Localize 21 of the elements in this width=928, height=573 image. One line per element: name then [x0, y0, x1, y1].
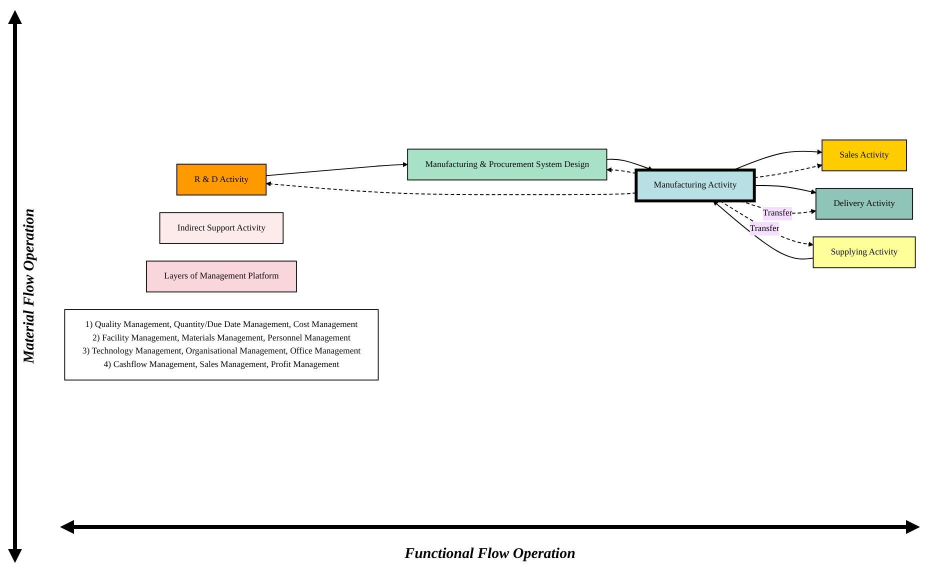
node-box: R & D Activity — [176, 164, 267, 196]
arrow — [266, 181, 637, 196]
edge-label: Transfer — [750, 224, 780, 234]
arrow — [720, 200, 814, 247]
arrow — [754, 164, 822, 178]
arrow — [606, 167, 637, 174]
node-box: Supplying Activity — [812, 236, 916, 268]
axis-label: Functional Flow Operation — [404, 546, 576, 563]
arrow — [754, 185, 816, 194]
node-box: Layers of Management Platform — [146, 260, 297, 292]
arrow — [606, 158, 654, 171]
node-box: Manufacturing & Procurement System Design — [407, 148, 608, 180]
node-box: Delivery Activity — [816, 188, 914, 220]
node-box: Indirect Support Activity — [159, 212, 284, 244]
node-box: Sales Activity — [822, 140, 907, 172]
axis-label: Material Flow Operation — [22, 208, 38, 364]
arrow — [266, 162, 408, 176]
arrow — [712, 200, 814, 260]
node-box: 1) Quality Management, Quantity/Due Date Management, Cost Management 2) Facility Management, Materials Management, Personnel Management 3) Technology Management, Organisational Management, Office Management 4) Cashflow Management, Sales Management, Profit Management — [64, 309, 379, 380]
node-box: Manufacturing Activity — [634, 168, 756, 202]
edge-label: Transfer — [762, 208, 792, 218]
